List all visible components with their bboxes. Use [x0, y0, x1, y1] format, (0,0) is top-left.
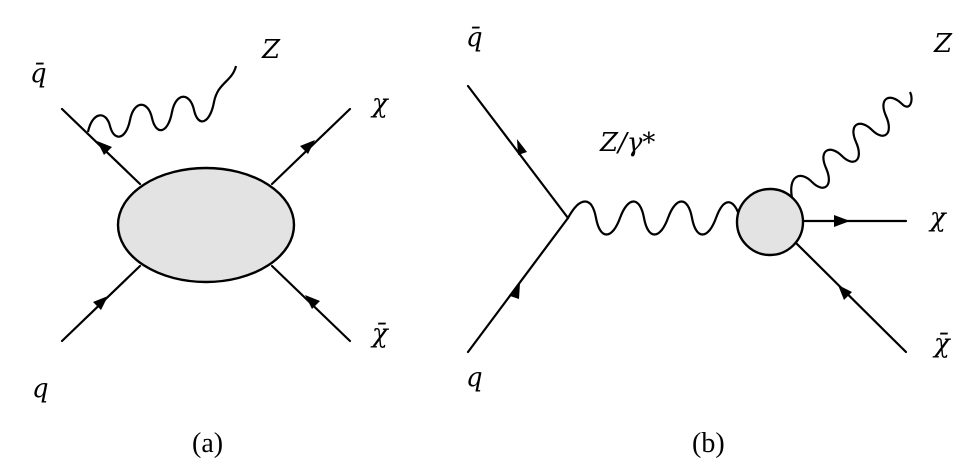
label-chi-a: χ — [370, 89, 390, 119]
chibar-line-b — [794, 241, 908, 354]
label-chibar-a: χ̄ — [370, 319, 390, 349]
label-propagator-b: Z/γ* — [599, 128, 655, 158]
z-boson-wave-a — [86, 65, 238, 138]
propagator-wave-b — [567, 200, 742, 236]
label-chi-b: χ — [928, 203, 948, 233]
label-qbar-b: q̄ — [466, 23, 483, 53]
label-q-b: q — [466, 363, 483, 393]
label-z-b: Z — [933, 29, 953, 59]
z-boson-wave-b — [790, 91, 913, 199]
quark-line-b — [466, 216, 570, 354]
interaction-blob-a — [116, 166, 296, 284]
quark-arrow-b — [510, 283, 520, 299]
caption-a: (a) — [192, 428, 223, 459]
caption-b: (b) — [692, 428, 725, 459]
diagram-b: q̄ q Z/γ* Z χ χ̄ (b) — [466, 23, 953, 459]
label-qbar-a: q̄ — [30, 59, 47, 89]
chi-arrow-b — [834, 215, 850, 227]
chibar-arrow-a — [305, 295, 320, 309]
interaction-blob-b — [735, 187, 805, 257]
label-z-a: Z — [261, 35, 281, 65]
antiquark-arrow-b — [517, 139, 527, 155]
label-chibar-b: χ̄ — [932, 329, 952, 359]
diagram-a: q̄ q Z χ χ̄ (a) — [30, 35, 390, 459]
chibar-arrow-b — [838, 285, 852, 300]
quark-arrow-a — [93, 296, 108, 310]
label-q-a: q — [32, 374, 49, 404]
chi-arrow-a — [300, 140, 315, 154]
antiquark-arrow-a — [97, 141, 112, 155]
